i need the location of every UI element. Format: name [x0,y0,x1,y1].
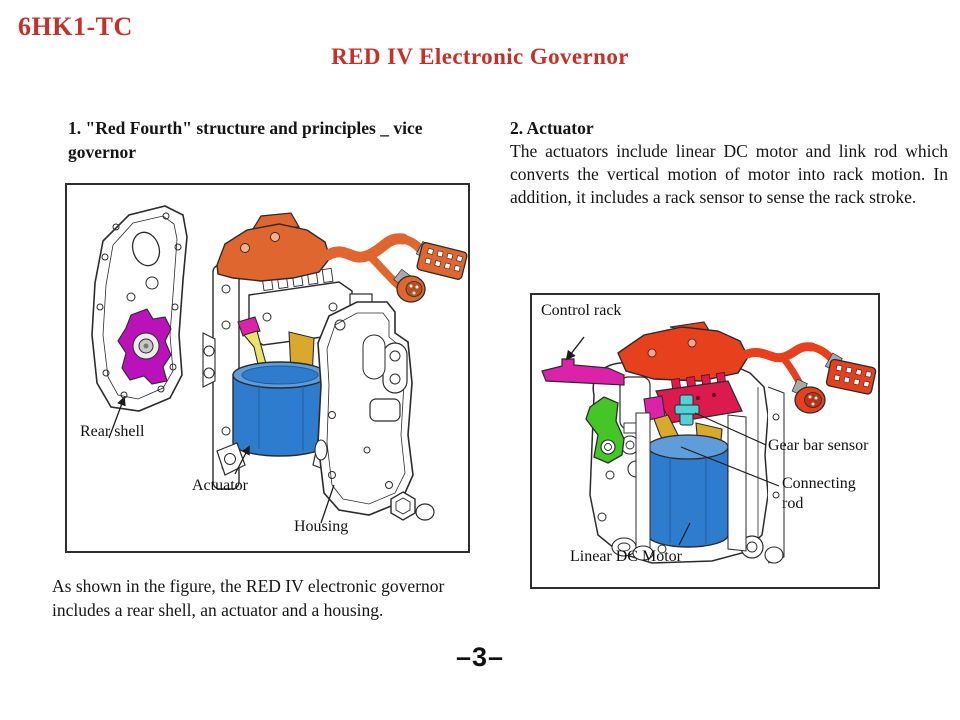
label-gear-bar-sensor: Gear bar sensor [768,437,869,454]
doc-code: 6HK1-TC [18,12,133,41]
wiring-harness2-drawing [739,342,877,414]
figure1-leader-lines [108,396,335,524]
actuator-coil-drawing [216,361,334,476]
section1-caption: As shown in the figure, the RED IV elect… [52,576,445,620]
control-rack-part [541,358,625,386]
sensor-core-drawing [674,394,700,426]
housing-drawing [314,293,435,521]
motor-drawing [632,412,747,561]
top-cover-drawing [617,321,749,382]
label-linear-dc-motor: Linear DC Motor [570,548,682,565]
page-title: RED IV Electronic Governor [331,44,629,69]
section2-heading: 2. Actuator [510,118,594,138]
section1-heading: 1. "Red Fourth" structure and principles… [68,118,423,162]
rear-shell-drawing [91,205,188,412]
section2-body-text: The actuators include linear DC motor an… [510,141,948,207]
lever-drawing [585,396,625,464]
label-rear-shell: Rear shell [80,423,145,440]
governor-exploded-drawing [91,205,468,524]
label-connecting-rod: Connecting rod [782,475,856,512]
figure-actuator-cutaway: Control rack Gear bar sensor Connecting … [530,293,880,589]
label-housing: Housing [294,518,349,535]
label-actuator: Actuator [192,477,248,494]
wiring-harness-drawing [216,212,468,303]
figure2-leader-lines [565,336,780,546]
actuator-cutaway-drawing [541,321,877,564]
figure-governor-exploded: Rear shell Actuator Housing [65,183,470,553]
label-control-rack: Control rack [541,302,622,319]
page-number: –3– [455,642,505,672]
